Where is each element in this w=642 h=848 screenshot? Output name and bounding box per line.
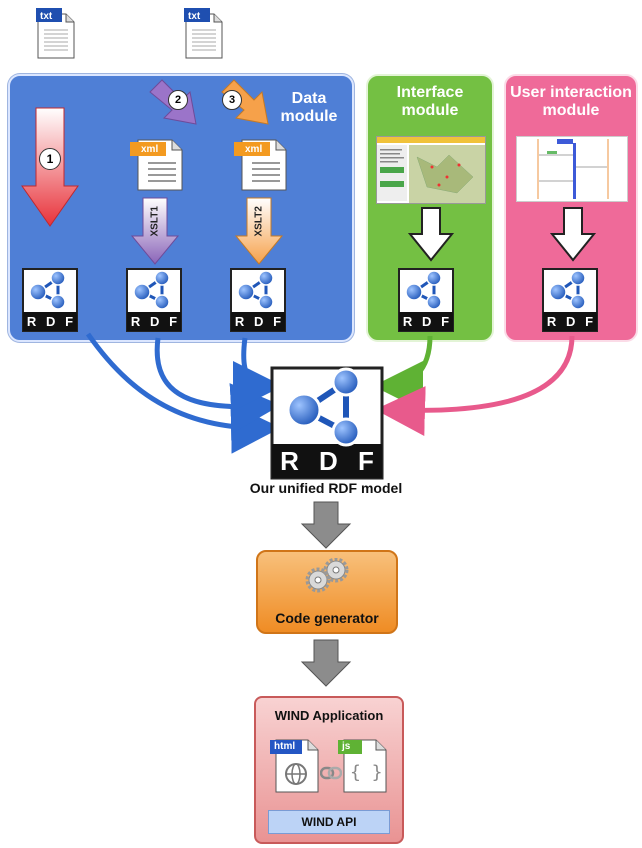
js-label: js	[342, 741, 351, 752]
rdf-letter-f: F	[273, 314, 282, 329]
rdf-letter-r: R	[402, 314, 413, 329]
wind-application-title: WIND Application	[274, 708, 384, 723]
unified-rdf-letter-d: D	[319, 446, 338, 476]
rdf-letter-f: F	[585, 314, 594, 329]
rdf-letter-r: R	[546, 314, 557, 329]
rdf-icon-2: R D F	[126, 268, 182, 332]
interface-module-title-line1: Interface	[396, 84, 464, 101]
rdf-icon-1: R D F	[22, 268, 78, 332]
html-label: html	[274, 741, 296, 752]
interface-screenshot-thumbnail	[376, 136, 486, 204]
rdf-letter-r: R	[234, 314, 245, 329]
unified-rdf-letter-f: F	[357, 446, 374, 476]
data-module-title-line2: module	[280, 108, 338, 125]
transform-arrow-3: 3	[218, 74, 274, 130]
code-generator-label: Code generator	[275, 610, 379, 626]
braces-icon: { }	[350, 762, 383, 783]
wind-application-box: WIND Application html js { } WIND API	[254, 696, 404, 844]
txt-label: txt	[40, 11, 53, 22]
xml-label: xml	[245, 144, 263, 155]
rdf-letter-d: D	[422, 314, 432, 329]
user-interaction-module-title-line1: User interaction	[510, 84, 632, 101]
interface-module-title-line2: module	[401, 102, 459, 119]
txt-file-icon-1: txt	[36, 6, 76, 59]
rdf-letter-d: D	[566, 314, 576, 329]
rdf-letter-d: D	[254, 314, 264, 329]
interface-module-title: Interface module	[368, 84, 492, 120]
interaction-diagram-thumbnail	[516, 136, 628, 202]
rdf-icon-5: R D F	[542, 268, 598, 332]
data-module-title: Data module	[274, 90, 344, 126]
xml-label: xml	[141, 144, 159, 155]
rdf-letter-f: F	[169, 314, 178, 329]
xslt1-arrow: XSLT1	[130, 196, 180, 266]
rdf-letter-r: R	[130, 314, 141, 329]
txt-label: txt	[188, 11, 201, 22]
user-interaction-down-arrow	[549, 206, 597, 262]
step-3-badge: 3	[222, 90, 242, 110]
step-1-badge: 1	[39, 148, 61, 170]
txt-file-icon-2: txt	[184, 6, 224, 59]
js-file-icon: js { }	[336, 734, 394, 794]
unified-model-label: Our unified RDF model	[249, 480, 403, 496]
gray-down-arrow-1	[300, 500, 352, 550]
rdf-icon-4: R D F	[398, 268, 454, 332]
wind-api-bar: WIND API	[268, 810, 390, 834]
transform-arrow-2: 2	[146, 74, 202, 130]
user-interaction-module-title-line2: module	[542, 102, 600, 119]
rdf-letter-d: D	[150, 314, 160, 329]
gears-icon	[302, 557, 352, 594]
user-interaction-module-title: User interaction module	[506, 84, 636, 120]
transform-arrow-1: 1	[20, 106, 80, 230]
rdf-icon-3: R D F	[230, 268, 286, 332]
data-module-title-line1: Data	[291, 90, 327, 107]
rdf-letter-r: R	[26, 314, 37, 329]
rdf-letter-d: D	[46, 314, 56, 329]
rdf-letter-f: F	[441, 314, 450, 329]
connector-arrows	[85, 332, 575, 454]
gray-down-arrow-2	[300, 638, 352, 688]
xml-file-icon-2: xml	[232, 136, 292, 192]
unified-rdf-letter-r: R	[280, 446, 299, 476]
step-2-badge: 2	[168, 90, 188, 110]
xml-file-icon-1: xml	[128, 136, 188, 192]
link-icon	[319, 766, 343, 780]
unified-rdf-icon: R D F	[270, 366, 384, 480]
xslt2-arrow: XSLT2	[234, 196, 284, 266]
code-generator-box: Code generator	[256, 550, 398, 634]
html-file-icon: html	[268, 734, 326, 794]
rdf-letter-f: F	[65, 314, 74, 329]
interface-down-arrow	[407, 206, 455, 262]
